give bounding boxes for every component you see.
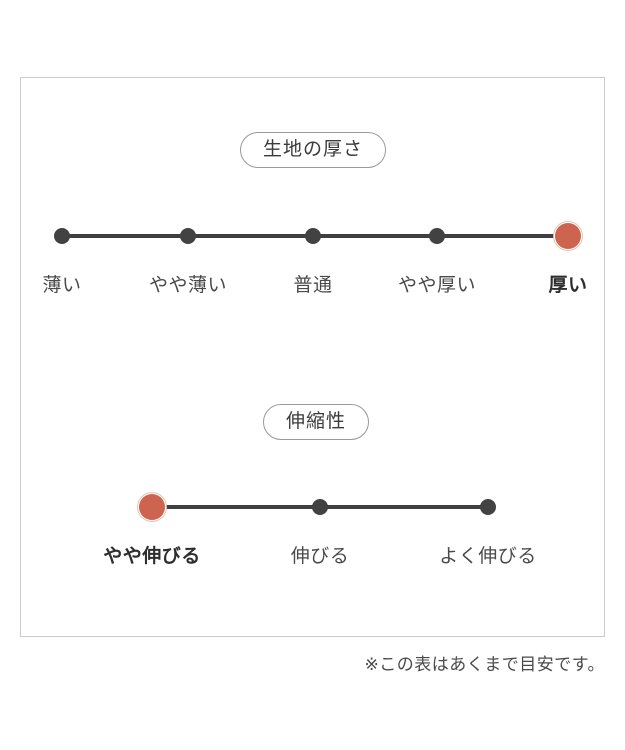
- scale-label-futsuu: 普通: [293, 275, 333, 296]
- scale-dot-atsui-selected[interactable]: [555, 223, 581, 249]
- scale-label-yaya-nobiru: やや伸びる: [103, 546, 201, 567]
- scale-labels-fabric-thickness: 薄い やや薄い 普通 やや厚い 厚い: [0, 272, 625, 302]
- spec-table-frame: [20, 77, 605, 637]
- footer-disclaimer-note: ※この表はあくまで目安です。: [364, 655, 605, 674]
- scale-dot-yaya-nobiru-selected[interactable]: [139, 494, 165, 520]
- scale-label-usui: 薄い: [42, 275, 82, 296]
- scale-label-yaya-atsui: やや厚い: [397, 275, 477, 296]
- scale-dot-futsuu[interactable]: [305, 228, 321, 244]
- scale-stretchiness: [0, 487, 625, 527]
- scale-dot-yaya-usui[interactable]: [180, 228, 196, 244]
- scale-label-nobiru: 伸びる: [290, 546, 350, 567]
- section-title-fabric-thickness: 生地の厚さ: [240, 132, 387, 168]
- scale-dot-usui[interactable]: [54, 228, 70, 244]
- scale-labels-stretchiness: やや伸びる 伸びる よく伸びる: [0, 543, 625, 573]
- scale-label-yoku-nobiru: よく伸びる: [439, 546, 537, 567]
- scale-dot-yaya-atsui[interactable]: [429, 228, 445, 244]
- scale-label-yaya-usui: やや薄い: [148, 275, 228, 296]
- scale-fabric-thickness: [0, 216, 625, 256]
- scale-dot-nobiru[interactable]: [312, 499, 328, 515]
- scale-dot-yoku-nobiru[interactable]: [480, 499, 496, 515]
- scale-label-atsui: 厚い: [548, 275, 588, 296]
- section-title-stretchiness: 伸縮性: [263, 404, 370, 440]
